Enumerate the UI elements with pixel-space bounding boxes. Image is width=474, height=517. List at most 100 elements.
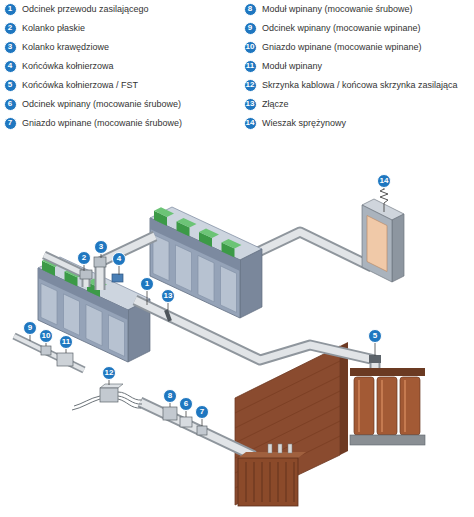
switchgear-front: [150, 209, 240, 318]
number-text: 8: [168, 392, 172, 400]
riser-insert: [367, 216, 387, 272]
legend-text: Odcinek wpinany (mocowanie śrubowe): [22, 98, 181, 110]
cable-box-top: [100, 384, 123, 388]
callout-number: 10: [39, 329, 53, 343]
legend-number: 9: [244, 22, 257, 35]
callout-number: 7: [195, 405, 209, 419]
callout-number: 3: [94, 240, 108, 254]
green-module-top: [154, 207, 174, 217]
number-text: 8: [248, 5, 252, 13]
wall: [235, 342, 348, 505]
busbar-duct: [140, 402, 252, 462]
legend-text: Końcówka kołnierzowa: [22, 60, 114, 72]
transformer-frame: [350, 368, 425, 376]
number-text: 13: [246, 100, 255, 108]
switchgear-front: [38, 259, 128, 362]
legend-text: Końcówka kołnierzowa / FST: [22, 79, 138, 91]
green-module-tops: [154, 207, 242, 248]
legend-text: Złącze: [262, 98, 289, 110]
legend-text: Moduł wpinany (mocowanie śrubowe): [262, 3, 413, 15]
riser-side: [392, 214, 404, 282]
number-text: 9: [28, 324, 32, 332]
green-module-top: [177, 218, 197, 228]
plug-in-section: [180, 417, 192, 427]
cabinet-door: [64, 294, 80, 335]
number-text: 5: [373, 332, 377, 340]
number-text: 6: [8, 100, 12, 108]
switchgear-front-face: [150, 218, 240, 318]
green-module-top: [222, 239, 242, 249]
legend-number: 2: [4, 22, 17, 35]
number-text: 14: [246, 119, 255, 127]
legend-number: 11: [244, 60, 257, 73]
busbar-duct: [258, 232, 372, 267]
legend-number: 6: [4, 98, 17, 111]
callout-number: 8: [163, 389, 177, 403]
busbar-duct: [100, 236, 155, 290]
cabinet-door: [41, 283, 57, 324]
cables: [72, 396, 100, 410]
number-text: 11: [246, 62, 254, 70]
legend-text: Moduł wpinany: [262, 60, 322, 72]
switchgear: [38, 257, 150, 362]
busbar-duct: [135, 300, 375, 370]
number-text: 1: [8, 5, 12, 13]
number-text: 7: [8, 119, 12, 127]
spring-hanger: [380, 189, 388, 212]
plug-in-socket: [41, 346, 51, 355]
callout-number: 4: [112, 252, 126, 266]
flange-end: [369, 355, 381, 363]
number-text: 2: [82, 254, 86, 262]
cables: [118, 392, 142, 408]
number-text: 2: [8, 24, 12, 32]
switchgear: [150, 207, 262, 318]
legend-text: Gniazdo wpinane (mocowanie śrubowe): [22, 117, 182, 129]
cabinet-door: [221, 266, 237, 312]
callout-number: 13: [161, 289, 175, 303]
cable-box: [100, 388, 118, 402]
number-text: 4: [8, 62, 12, 70]
cooling-fins: [246, 462, 294, 502]
callout-number: 6: [179, 397, 193, 411]
busbar-duct: [135, 300, 375, 370]
legend-text: Wieszak sprężynowy: [262, 117, 346, 129]
legend-number: 3: [4, 41, 17, 54]
callout-number: 11: [59, 335, 73, 349]
switchgear-side-face: [240, 249, 262, 318]
joint-block: [166, 310, 170, 321]
riser-front-face: [362, 205, 392, 282]
number-text: 7: [200, 408, 204, 416]
plug-in-module: [57, 353, 73, 366]
cabinet-door: [176, 245, 192, 291]
number-text: 3: [8, 43, 12, 51]
legend-number: 13: [244, 98, 257, 111]
edge-elbow: [94, 257, 106, 267]
legend-number: 14: [244, 117, 257, 130]
legend-text: Odcinek wpinany (mocowanie wpinane): [262, 22, 421, 34]
flange-end: [112, 274, 123, 282]
busbar-duct: [258, 232, 372, 267]
legend-text: Odcinek przewodu zasilającego: [22, 3, 149, 15]
number-text: 10: [246, 43, 255, 51]
callout-number: 12: [102, 366, 116, 380]
legend-number: 1: [4, 3, 17, 16]
legend-number: 10: [244, 41, 257, 54]
legend-number: 8: [244, 3, 257, 16]
legend-text: Kolanko krawędziowe: [22, 41, 109, 53]
legend-text: Kolanko płaskie: [22, 22, 85, 34]
riser-unit: [362, 189, 404, 282]
busbar-duct: [140, 402, 252, 462]
transformer: [350, 368, 425, 445]
number-text: 3: [99, 243, 103, 251]
callout-number: 1: [140, 277, 154, 291]
wall-front: [235, 346, 340, 505]
cabinet-door: [109, 315, 125, 356]
transformer-coil: [400, 377, 420, 435]
cabinet-door: [86, 304, 102, 345]
number-text: 4: [117, 255, 121, 263]
callout-number: 2: [77, 251, 91, 265]
number-text: 11: [62, 338, 70, 346]
switchgear-side: [240, 249, 262, 318]
